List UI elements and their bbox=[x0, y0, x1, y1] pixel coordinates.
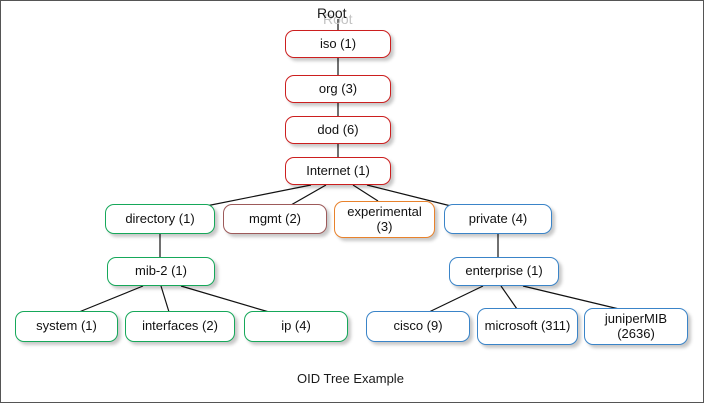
edge-mib2-system bbox=[78, 285, 144, 313]
node-label-iso: iso (1) bbox=[319, 35, 357, 51]
node-label-microsoft: microsoft (311) bbox=[484, 318, 571, 334]
node-mib2[interactable]: mib-2 (1) bbox=[107, 257, 215, 286]
node-label-directory: directory (1) bbox=[125, 210, 195, 226]
edge-mib2-ip bbox=[180, 285, 270, 313]
root-label: Root bbox=[317, 5, 347, 21]
edge-internet-directory bbox=[205, 184, 312, 207]
node-experimental[interactable]: experimental (3) bbox=[334, 201, 435, 238]
node-cisco[interactable]: cisco (9) bbox=[366, 311, 470, 342]
node-ip[interactable]: ip (4) bbox=[244, 311, 348, 342]
node-label-enterprise: enterprise (1) bbox=[465, 263, 543, 279]
node-label-private: private (4) bbox=[468, 210, 528, 226]
node-label-ip: ip (4) bbox=[281, 318, 311, 334]
node-dod[interactable]: dod (6) bbox=[285, 116, 391, 144]
node-juniperMIB[interactable]: juniperMIB (2636) bbox=[584, 308, 688, 345]
node-enterprise[interactable]: enterprise (1) bbox=[449, 257, 559, 286]
node-label-mgmt: mgmt (2) bbox=[249, 210, 301, 226]
node-internet[interactable]: Internet (1) bbox=[285, 157, 391, 185]
node-iso[interactable]: iso (1) bbox=[285, 30, 391, 58]
edge-mib2-interfaces bbox=[160, 285, 170, 313]
node-system[interactable]: system (1) bbox=[15, 311, 118, 342]
node-label-juniperMIB: juniperMIB (2636) bbox=[604, 311, 668, 341]
node-mgmt[interactable]: mgmt (2) bbox=[223, 204, 327, 234]
node-label-mib2: mib-2 (1) bbox=[134, 263, 187, 279]
edge-enterprise-juniperMIB bbox=[522, 285, 620, 310]
node-microsoft[interactable]: microsoft (311) bbox=[477, 308, 578, 345]
node-private[interactable]: private (4) bbox=[444, 204, 552, 234]
node-label-org: org (3) bbox=[318, 80, 358, 96]
node-label-system: system (1) bbox=[36, 318, 97, 334]
edge-internet-experimental bbox=[352, 184, 379, 202]
edge-enterprise-cisco bbox=[428, 285, 484, 313]
node-label-dod: dod (6) bbox=[317, 121, 359, 137]
node-label-experimental: experimental (3) bbox=[347, 204, 422, 234]
node-interfaces[interactable]: interfaces (2) bbox=[125, 311, 235, 342]
edge-internet-mgmt bbox=[290, 184, 327, 206]
node-label-internet: Internet (1) bbox=[306, 162, 370, 178]
node-org[interactable]: org (3) bbox=[285, 75, 391, 103]
node-directory[interactable]: directory (1) bbox=[105, 204, 215, 234]
node-label-cisco: cisco (9) bbox=[393, 318, 443, 334]
diagram-caption: OID Tree Example bbox=[297, 371, 404, 386]
edge-enterprise-microsoft bbox=[500, 285, 518, 310]
node-label-interfaces: interfaces (2) bbox=[142, 318, 218, 334]
